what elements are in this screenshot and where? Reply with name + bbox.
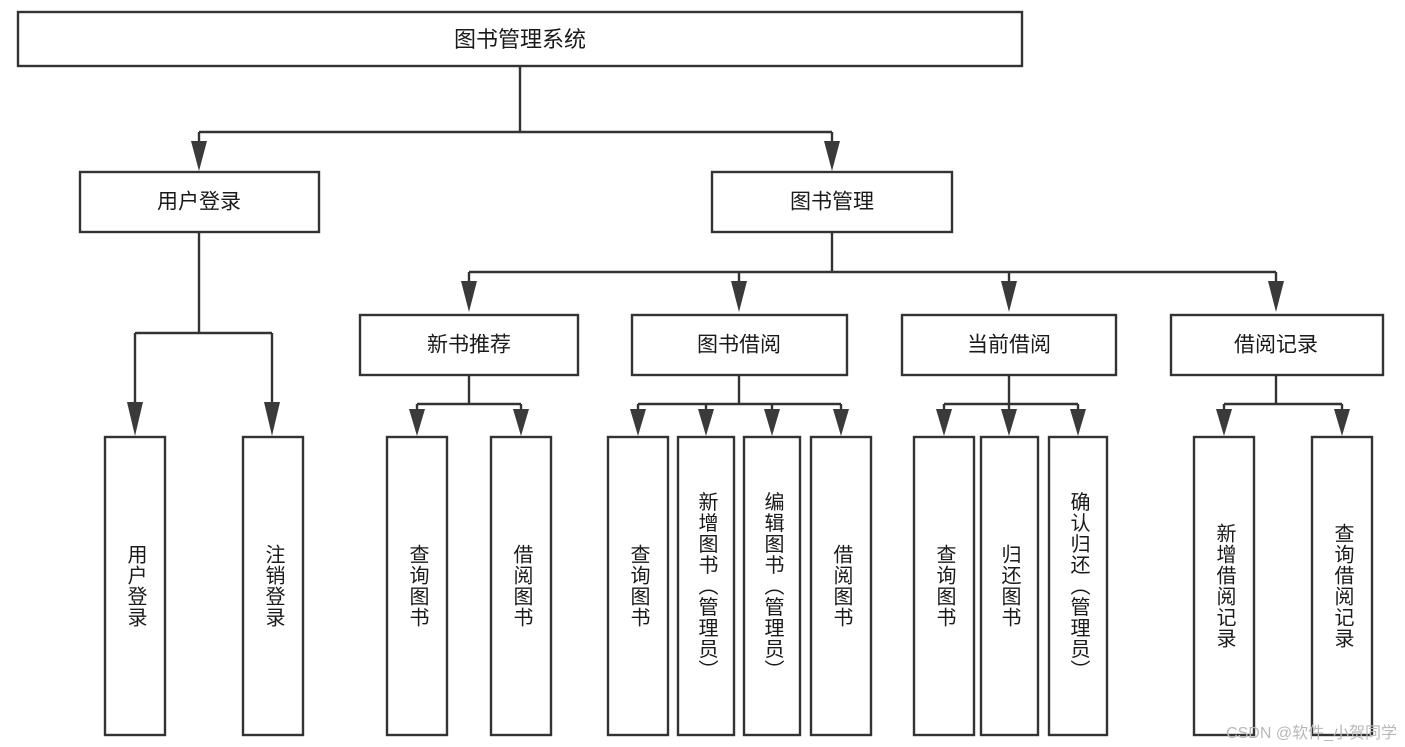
node-current-borrow[interactable]: 当前借阅 xyxy=(900,313,1118,377)
leaf-box[interactable] xyxy=(676,435,736,737)
node-borrow-record[interactable]: 借阅记录 xyxy=(1169,313,1385,377)
leaf-node[interactable]: 编辑图书（管理员） xyxy=(742,435,802,737)
leaf-box[interactable] xyxy=(912,435,976,737)
leaf-node[interactable]: 新增借阅记录 xyxy=(1192,435,1256,737)
arrow-head-icon xyxy=(191,141,207,171)
leaf-label: 新增借阅记录 xyxy=(1213,523,1236,649)
arrow-head-icon xyxy=(824,141,840,171)
leaf-box[interactable] xyxy=(241,435,305,737)
leaf-box[interactable] xyxy=(742,435,802,737)
node-new-book-recommend[interactable]: 新书推荐 xyxy=(358,313,580,377)
node-borrow-record-label: 借阅记录 xyxy=(1234,334,1318,357)
node-user-login[interactable]: 用户登录 xyxy=(78,170,321,234)
arrow-head-icon xyxy=(764,409,780,436)
leaf-label: 注销登录 xyxy=(262,544,285,628)
leaf-box[interactable] xyxy=(1310,435,1374,737)
leaf-box[interactable] xyxy=(1047,435,1109,737)
arrow-head-icon xyxy=(833,409,849,436)
node-user-login-label: 用户登录 xyxy=(157,191,241,214)
arrow-head-icon xyxy=(264,402,280,436)
leaf-label: 归还图书 xyxy=(998,544,1021,628)
arrow-head-icon xyxy=(513,409,529,436)
node-book-borrow-label: 图书借阅 xyxy=(697,334,781,357)
leaf-label: 用户登录 xyxy=(124,544,147,628)
arrow-head-icon xyxy=(409,409,425,436)
leaf-label: 查询图书 xyxy=(406,544,429,628)
leaf-node[interactable]: 借阅图书 xyxy=(489,435,553,737)
leaf-box[interactable] xyxy=(606,435,670,737)
arrow-head-icon xyxy=(1216,409,1232,436)
node-current-borrow-box[interactable] xyxy=(900,313,1118,377)
node-root[interactable]: 图书管理系统 xyxy=(16,10,1024,68)
arrow-head-icon xyxy=(1070,409,1086,436)
node-book-borrow-box[interactable] xyxy=(630,313,849,377)
leaf-node[interactable]: 归还图书 xyxy=(979,435,1040,737)
leaf-node[interactable]: 查询图书 xyxy=(606,435,670,737)
arrow-head-icon xyxy=(936,409,952,436)
leaf-node[interactable]: 确认归还（管理员） xyxy=(1047,435,1109,737)
node-new-book-recommend-box[interactable] xyxy=(358,313,580,377)
leaf-box[interactable] xyxy=(385,435,449,737)
leaf-label: 新增图书（管理员） xyxy=(695,491,718,680)
arrow-head-icon xyxy=(1268,281,1284,312)
leaf-node[interactable]: 借阅图书 xyxy=(809,435,873,737)
arrow-head-icon xyxy=(461,281,477,312)
node-book-borrow[interactable]: 图书借阅 xyxy=(630,313,849,377)
leaf-box[interactable] xyxy=(103,435,167,737)
arrow-head-icon xyxy=(1001,281,1017,312)
leaf-node[interactable]: 新增图书（管理员） xyxy=(676,435,736,737)
leaf-box[interactable] xyxy=(979,435,1040,737)
node-book-manage-box[interactable] xyxy=(710,170,954,234)
leaf-label: 借阅图书 xyxy=(510,544,533,628)
arrow-head-icon xyxy=(698,409,714,436)
arrow-head-icon xyxy=(630,409,646,436)
node-book-manage[interactable]: 图书管理 xyxy=(710,170,954,234)
node-root-box[interactable] xyxy=(16,10,1024,68)
leaf-box[interactable] xyxy=(489,435,553,737)
node-current-borrow-label: 当前借阅 xyxy=(967,334,1051,357)
leaf-node[interactable]: 查询图书 xyxy=(385,435,449,737)
leaf-box[interactable] xyxy=(809,435,873,737)
node-user-login-box[interactable] xyxy=(78,170,321,234)
arrow-head-icon xyxy=(1334,409,1350,436)
leaf-label: 查询借阅记录 xyxy=(1331,523,1354,649)
arrow-head-icon xyxy=(127,402,143,436)
connector-layer xyxy=(127,66,1350,436)
leaf-label: 确认归还（管理员） xyxy=(1067,491,1090,680)
leaf-node[interactable]: 用户登录 xyxy=(103,435,167,737)
arrow-head-icon xyxy=(1001,409,1017,436)
leaf-label: 编辑图书（管理员） xyxy=(761,491,784,680)
node-root-label: 图书管理系统 xyxy=(454,27,586,52)
csdn-watermark: CSDN @软件_小贺同学 xyxy=(1226,725,1397,742)
node-book-manage-label: 图书管理 xyxy=(790,191,874,214)
leaf-label: 查询图书 xyxy=(627,544,650,628)
leaf-label: 查询图书 xyxy=(933,544,956,628)
arrow-head-icon xyxy=(731,281,747,312)
leaf-node[interactable]: 注销登录 xyxy=(241,435,305,737)
leaf-box[interactable] xyxy=(1192,435,1256,737)
node-new-book-recommend-label: 新书推荐 xyxy=(427,334,511,357)
leaf-node[interactable]: 查询图书 xyxy=(912,435,976,737)
leaf-label: 借阅图书 xyxy=(830,544,853,628)
node-borrow-record-box[interactable] xyxy=(1169,313,1385,377)
leaf-node[interactable]: 查询借阅记录 xyxy=(1310,435,1374,737)
